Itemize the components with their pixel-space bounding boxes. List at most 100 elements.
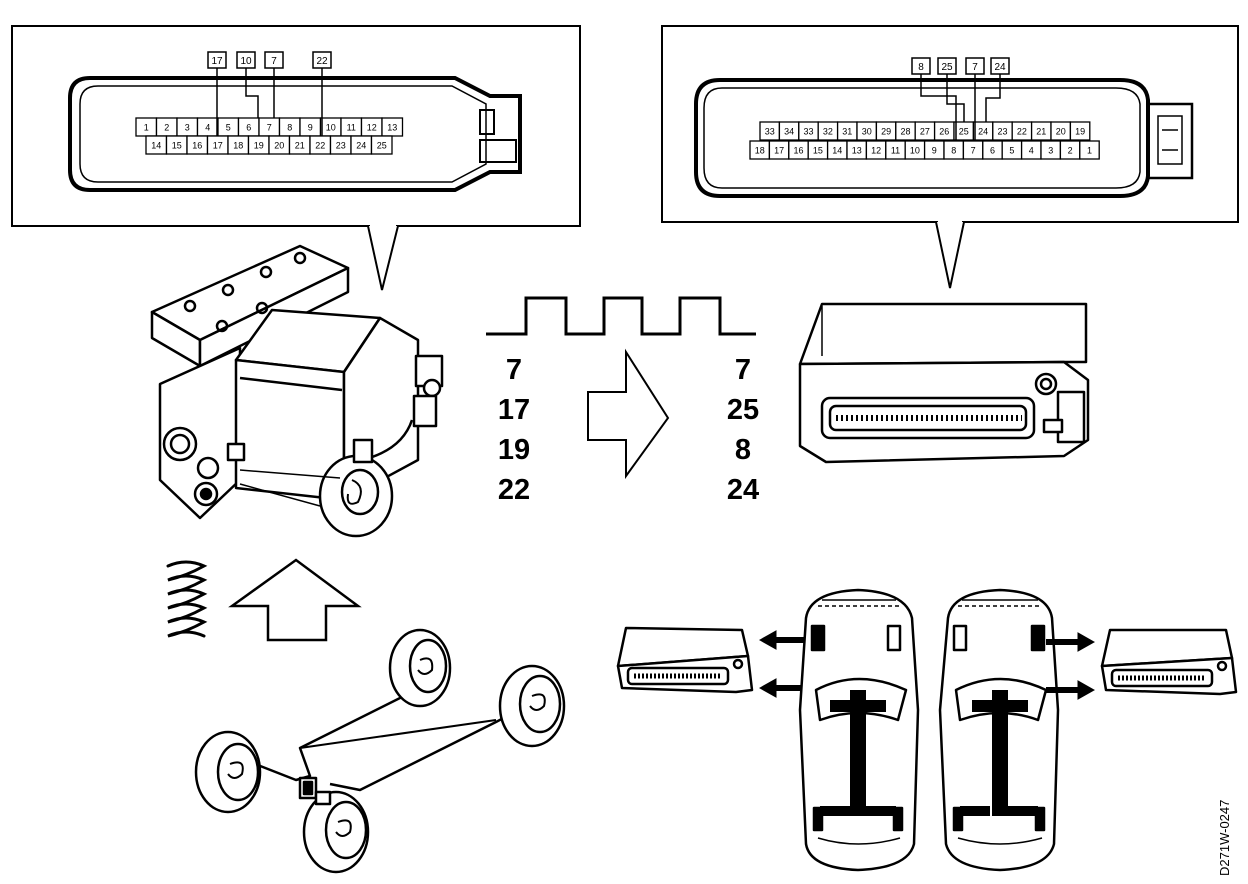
control-module-icon bbox=[798, 302, 1090, 464]
pin-number: 3 bbox=[1048, 146, 1053, 156]
pin-number: 21 bbox=[1036, 127, 1046, 137]
pin-mapping-to: 7 25 8 24 bbox=[727, 354, 759, 506]
wheel-sensor-icon bbox=[194, 628, 566, 874]
pin-number: 18 bbox=[233, 141, 243, 151]
pin-number: 31 bbox=[842, 127, 852, 137]
pin-number: 15 bbox=[172, 141, 182, 151]
pin-cell bbox=[370, 135, 393, 155]
small-control-module-right bbox=[1100, 628, 1238, 696]
pin-number: 4 bbox=[205, 123, 210, 133]
pin-number: 16 bbox=[793, 146, 803, 156]
pin-number: 6 bbox=[246, 123, 251, 133]
pin-cell bbox=[1079, 140, 1100, 160]
pin-number: 30 bbox=[862, 127, 872, 137]
pin-callout-number: 7 bbox=[271, 56, 277, 67]
pin-number: 24 bbox=[978, 127, 988, 137]
pin-number: 17 bbox=[213, 141, 223, 151]
pin-number: 34 bbox=[784, 127, 794, 137]
pin-number: 14 bbox=[832, 146, 842, 156]
pin-number: 2 bbox=[164, 123, 169, 133]
pin-mapping-from: 7 17 19 22 bbox=[498, 354, 530, 506]
to-pin: 25 bbox=[727, 394, 759, 426]
pin-cell bbox=[1069, 121, 1091, 141]
pin-number: 21 bbox=[295, 141, 305, 151]
pin-callout-number: 25 bbox=[941, 62, 953, 73]
pin-number: 20 bbox=[274, 141, 284, 151]
right-pin-callouts: 8 25 7 24 bbox=[911, 57, 1010, 141]
pin-number: 11 bbox=[347, 123, 356, 133]
pin-number: 22 bbox=[315, 141, 325, 151]
pin-number: 19 bbox=[254, 141, 264, 151]
direction-arrows-right bbox=[1046, 632, 1096, 700]
pin-number: 5 bbox=[226, 123, 231, 133]
pin-number: 13 bbox=[852, 146, 862, 156]
pin-number: 17 bbox=[774, 146, 784, 156]
pin-number: 18 bbox=[755, 146, 765, 156]
pin-number: 12 bbox=[367, 123, 377, 133]
pin-number: 27 bbox=[920, 127, 930, 137]
document-code: D271W-0247 bbox=[1217, 800, 1232, 876]
from-pin: 19 bbox=[498, 434, 530, 466]
pin-number: 25 bbox=[377, 141, 387, 151]
pin-number: 19 bbox=[1075, 127, 1085, 137]
pin-callout-number: 10 bbox=[240, 56, 252, 67]
pin-number: 8 bbox=[951, 146, 956, 156]
pin-number: 11 bbox=[891, 146, 900, 156]
pin-number: 1 bbox=[144, 123, 149, 133]
pin-callout-number: 22 bbox=[316, 56, 328, 67]
pin-number: 24 bbox=[356, 141, 366, 151]
pin-number: 8 bbox=[287, 123, 292, 133]
car-top-view-icon bbox=[938, 588, 1060, 872]
small-control-module-left bbox=[616, 626, 754, 694]
pin-number: 3 bbox=[185, 123, 190, 133]
pin-callout-number: 24 bbox=[994, 62, 1006, 73]
pin-number: 12 bbox=[871, 146, 881, 156]
callout-leader-line bbox=[920, 74, 957, 141]
from-pin: 22 bbox=[498, 474, 530, 506]
callout-leader-line bbox=[245, 68, 259, 118]
pin-number: 33 bbox=[765, 127, 775, 137]
callout-leader-line bbox=[946, 74, 965, 122]
pin-number: 6 bbox=[990, 146, 995, 156]
pin-number: 9 bbox=[308, 123, 313, 133]
pin-number: 7 bbox=[971, 146, 976, 156]
pin-number: 7 bbox=[267, 123, 272, 133]
from-pin: 7 bbox=[506, 354, 522, 386]
pin-number: 9 bbox=[932, 146, 937, 156]
pin-number: 1 bbox=[1087, 146, 1092, 156]
spring-icon bbox=[166, 560, 208, 638]
up-arrow-icon bbox=[228, 558, 362, 642]
transfer-arrow-icon bbox=[587, 348, 670, 480]
from-pin: 17 bbox=[498, 394, 530, 426]
abs-hydraulic-unit-icon bbox=[150, 244, 444, 538]
pin-number: 23 bbox=[336, 141, 346, 151]
pin-number: 10 bbox=[910, 146, 920, 156]
pin-number: 16 bbox=[192, 141, 202, 151]
pin-number: 26 bbox=[939, 127, 949, 137]
pin-number: 13 bbox=[387, 123, 397, 133]
pin-number: 29 bbox=[881, 127, 891, 137]
pin-number: 10 bbox=[326, 123, 336, 133]
pin-number: 2 bbox=[1068, 146, 1073, 156]
callout-leader-line bbox=[985, 74, 1001, 122]
to-pin: 8 bbox=[735, 434, 751, 466]
pin-number: 4 bbox=[1029, 146, 1034, 156]
pin-number: 25 bbox=[959, 127, 969, 137]
pin-callout-number: 8 bbox=[918, 62, 924, 73]
pin-number: 14 bbox=[151, 141, 161, 151]
pin-number: 22 bbox=[1017, 127, 1027, 137]
pin-number: 5 bbox=[1009, 146, 1014, 156]
pin-number: 15 bbox=[813, 146, 823, 156]
signal-waveform-icon bbox=[486, 296, 756, 336]
pin-callout-number: 7 bbox=[972, 62, 978, 73]
car-top-view-icon bbox=[798, 588, 920, 872]
to-pin: 24 bbox=[727, 474, 759, 506]
pin-number: 32 bbox=[823, 127, 833, 137]
pin-number: 33 bbox=[803, 127, 813, 137]
